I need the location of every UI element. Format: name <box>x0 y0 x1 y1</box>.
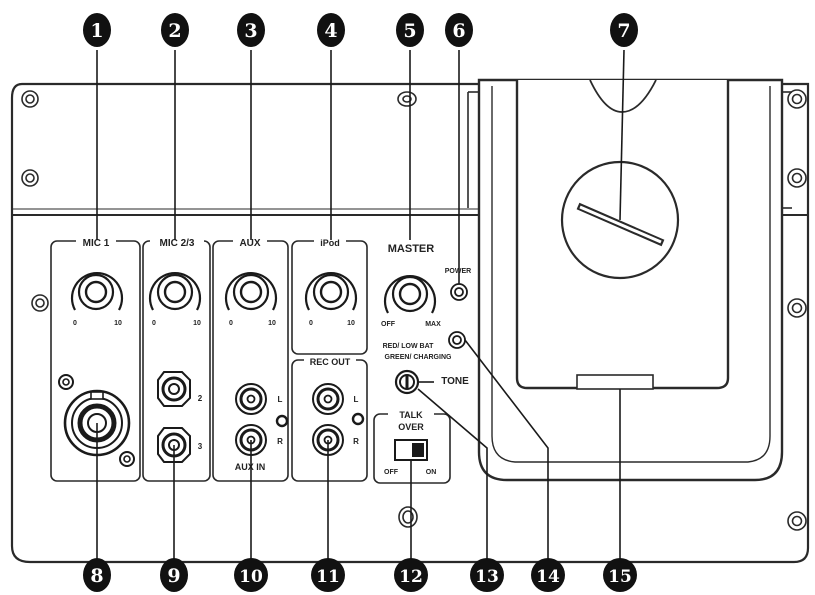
callout-number: 6 <box>452 20 465 42</box>
callout-badge: 3 <box>237 13 265 47</box>
aux-volume-knob[interactable] <box>224 272 278 311</box>
tone-knob[interactable] <box>394 369 420 395</box>
master-scale-min: OFF <box>381 321 396 328</box>
callout-number: 9 <box>167 565 180 587</box>
mic1-volume-knob[interactable] <box>70 272 124 311</box>
callout-number: 7 <box>617 20 630 42</box>
callout-number: 14 <box>536 567 560 587</box>
aux-in-left-rca-jack[interactable] <box>235 383 267 415</box>
ipod-scale-max: 10 <box>347 320 355 327</box>
mic23-scale-min: 0 <box>152 320 156 327</box>
rec-out-l-label: L <box>354 395 359 404</box>
talkover-switch[interactable] <box>394 439 428 461</box>
ipod-label: iPod <box>320 238 340 248</box>
leader-lines <box>96 49 625 560</box>
talk-label: TALK <box>399 410 423 420</box>
callout-number: 4 <box>324 20 337 42</box>
aux-scale-max: 10 <box>268 320 276 327</box>
mic23-label: MIC 2/3 <box>159 238 194 249</box>
callout-badge: 2 <box>161 13 189 47</box>
callout-badge: 5 <box>396 13 424 47</box>
master-volume-knob[interactable] <box>383 275 437 314</box>
mic23-scale-max: 10 <box>193 320 201 327</box>
tone-label: TONE <box>441 376 469 387</box>
mic23-volume-knob[interactable] <box>148 272 202 311</box>
callout-number: 3 <box>244 20 257 42</box>
callouts-top: 1 2 3 4 5 6 7 <box>83 13 638 47</box>
callout-badge: 9 <box>160 558 188 592</box>
callout-number: 15 <box>608 567 632 587</box>
callout-number: 10 <box>239 567 263 587</box>
rec-out-indicator-icon <box>351 412 365 426</box>
callout-number: 13 <box>475 567 499 587</box>
callout-badge: 14 <box>531 558 565 592</box>
mic1-label: MIC 1 <box>83 238 110 249</box>
rec-out-left-rca-jack[interactable] <box>312 383 344 415</box>
led-status-line2: GREEN/ CHARGING <box>385 354 452 361</box>
aux-label: AUX <box>239 238 260 249</box>
callout-number: 12 <box>399 567 423 587</box>
led-status-line1: RED/ LOW BAT <box>383 343 435 350</box>
ipod-dock <box>467 78 792 482</box>
callout-badge: 15 <box>603 558 637 592</box>
callout-number: 8 <box>90 565 103 587</box>
callouts-bottom: 8 9 10 11 12 13 14 15 <box>83 558 637 592</box>
callout-badge: 10 <box>234 558 268 592</box>
callout-number: 5 <box>403 20 416 42</box>
talkover-on-label: ON <box>426 469 437 476</box>
mic2-jack[interactable] <box>157 371 191 407</box>
callout-badge: 13 <box>470 558 504 592</box>
aux-in-r-label: R <box>277 437 283 446</box>
over-label: OVER <box>398 422 424 432</box>
panel-screws <box>21 89 807 531</box>
master-scale-max: MAX <box>425 321 441 328</box>
mic1-scale-min: 0 <box>73 320 77 327</box>
talkover-off-label: OFF <box>384 469 399 476</box>
aux-in-l-label: L <box>278 395 283 404</box>
mic1-scale-max: 10 <box>114 320 122 327</box>
aux-in-label: AUX IN <box>235 462 266 472</box>
mic2-jack-label: 2 <box>198 394 203 403</box>
mic3-jack-label: 3 <box>198 442 203 451</box>
callout-number: 1 <box>90 20 103 42</box>
aux-scale-min: 0 <box>229 320 233 327</box>
aux-in-indicator-icon <box>275 414 289 428</box>
callout-badge: 1 <box>83 13 111 47</box>
callout-badge: 11 <box>311 558 345 592</box>
ipod-scale-min: 0 <box>309 320 313 327</box>
callout-badge: 8 <box>83 558 111 592</box>
callout-badge: 6 <box>445 13 473 47</box>
callout-badge: 7 <box>610 13 638 47</box>
callout-badge: 12 <box>394 558 428 592</box>
master-label: MASTER <box>388 243 435 255</box>
callout-number: 11 <box>316 567 340 587</box>
rec-out-r-label: R <box>353 437 359 446</box>
callout-number: 2 <box>168 20 181 42</box>
callout-badge: 4 <box>317 13 345 47</box>
rec-out-label: REC OUT <box>310 357 351 367</box>
ipod-volume-knob[interactable] <box>304 272 358 311</box>
power-label: POWER <box>445 268 471 275</box>
